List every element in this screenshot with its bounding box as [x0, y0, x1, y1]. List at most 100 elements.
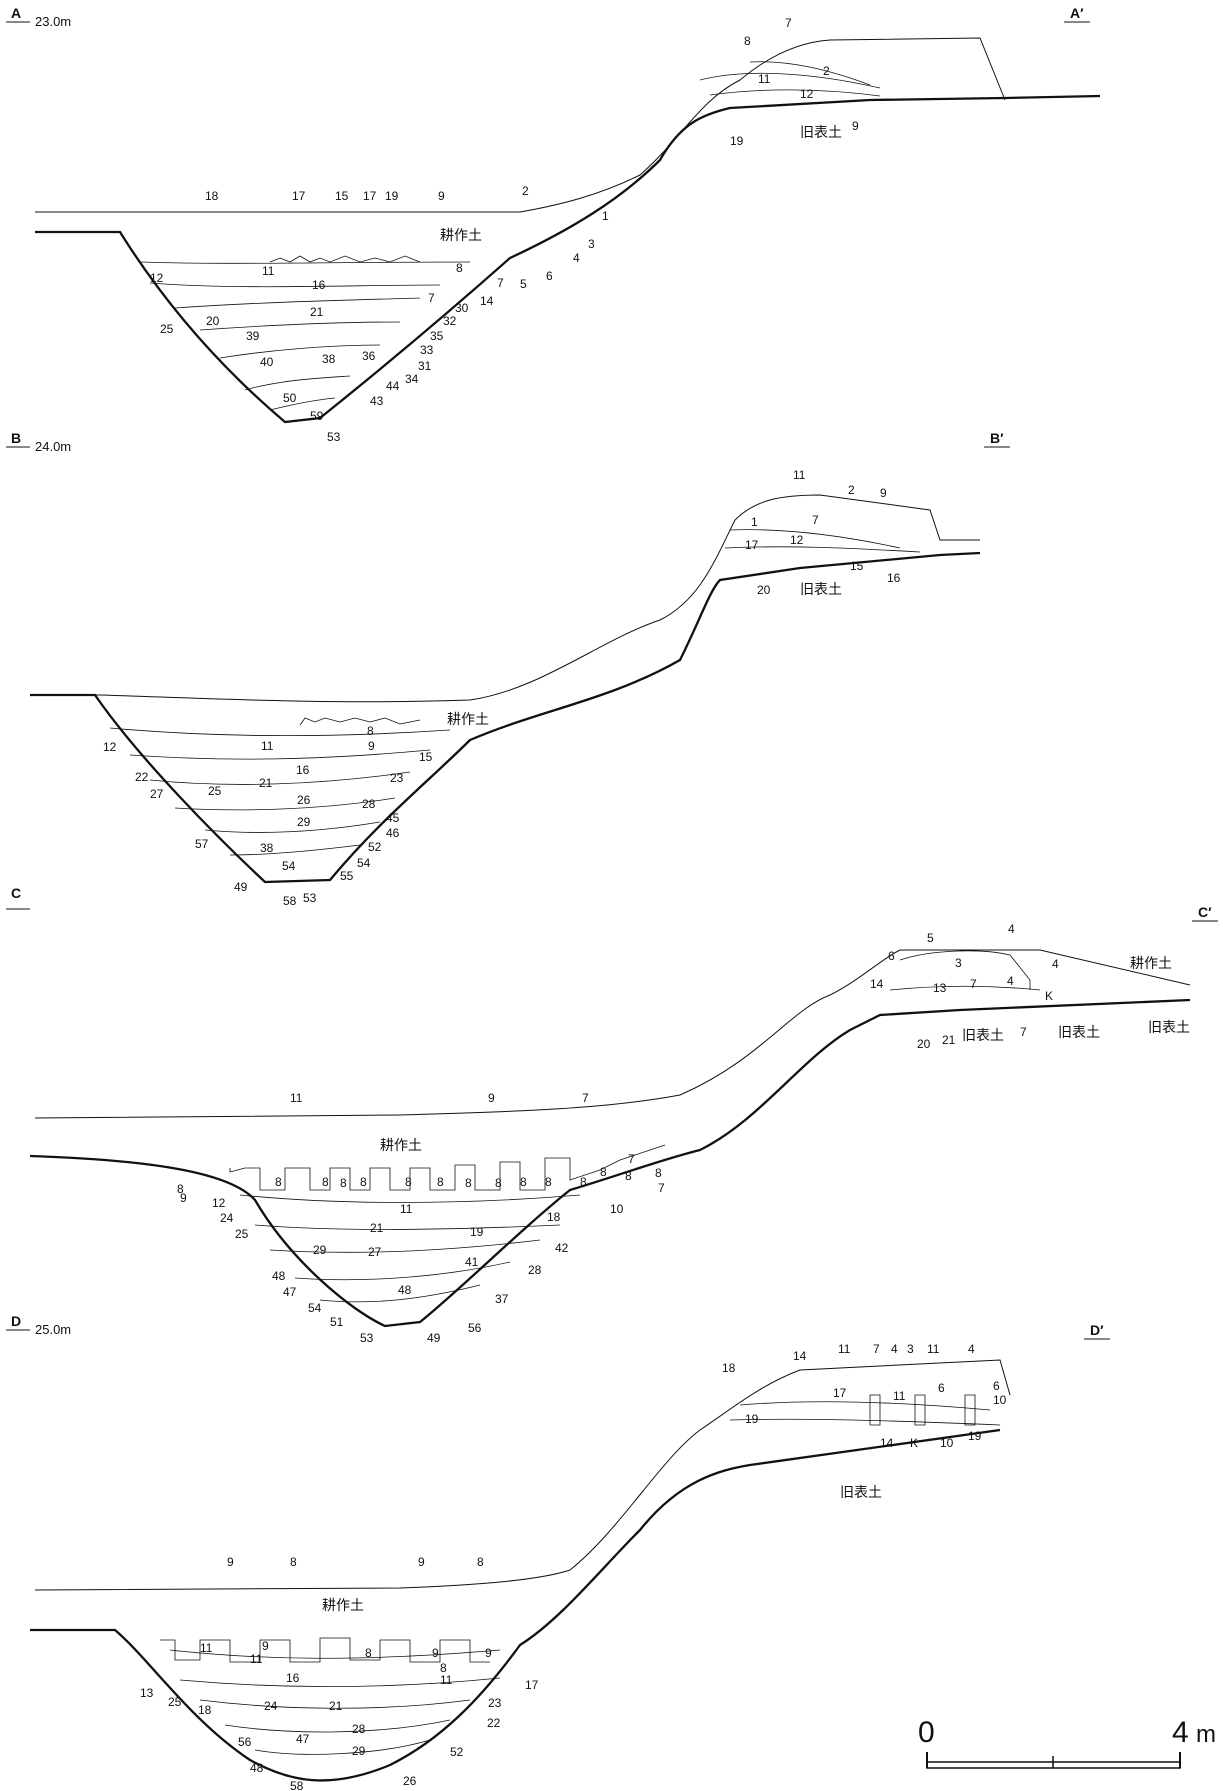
section-c-layer	[254, 1224, 561, 1230]
layer-number: 28	[352, 1722, 366, 1736]
layer-number: K	[910, 1436, 918, 1450]
layer-number: 26	[403, 1774, 417, 1788]
section-a: A 23.0m A′ 耕作土 旧表土 18 17 15 17 19 9 2	[6, 5, 1101, 444]
layer-number: 8	[495, 1176, 502, 1190]
layer-number: 21	[329, 1699, 343, 1713]
section-d-end-label: D′	[1090, 1322, 1104, 1338]
layer-number: 8	[465, 1176, 472, 1190]
section-d-post-hole	[964, 1394, 976, 1426]
section-a-plow-marks	[269, 255, 421, 263]
layer-number: 4	[1052, 957, 1059, 971]
layer-number: 25	[208, 784, 222, 798]
layer-number: 19	[730, 134, 744, 148]
section-d-layer	[199, 1699, 471, 1709]
layer-number: 24	[220, 1211, 234, 1225]
layer-number: 18	[198, 1703, 212, 1717]
layer-number: 25	[160, 322, 174, 336]
layer-number: 13	[140, 1686, 154, 1700]
layer-number: 7	[1020, 1025, 1027, 1039]
section-c-surface	[34, 949, 1191, 1119]
layer-number: 9	[227, 1555, 234, 1569]
layer-number: 8	[367, 724, 374, 738]
layer-number: 19	[385, 189, 399, 203]
section-b-layer	[204, 821, 381, 833]
section-b: B 24.0m B′ 耕作土 旧表土 11 2 9 7 1 12 17 15 1…	[6, 430, 1010, 908]
section-c-layer	[899, 950, 1031, 990]
layer-number: 46	[386, 826, 400, 840]
layer-number: 21	[370, 1221, 384, 1235]
layer-number: 11	[927, 1342, 940, 1356]
layer-number: 3	[955, 956, 962, 970]
section-a-layer	[269, 397, 336, 411]
layer-number: 8	[177, 1182, 184, 1196]
section-d-elevation: 25.0m	[35, 1322, 71, 1337]
layer-number: 16	[296, 763, 310, 777]
layer-number: 8	[360, 1175, 367, 1189]
section-a-elevation: 23.0m	[35, 14, 71, 29]
section-c-old-surface-right-label: 旧表土	[1058, 1024, 1100, 1040]
section-c-bottom	[29, 998, 1191, 1328]
section-c-plow-marks	[229, 1144, 666, 1191]
layer-number: 11	[440, 1673, 453, 1687]
layer-number: 2	[823, 64, 830, 78]
section-c-old-surface-label: 旧表土	[962, 1027, 1004, 1043]
layer-number: 26	[297, 793, 311, 807]
layer-number: 21	[259, 776, 273, 790]
section-b-layer	[174, 797, 396, 811]
section-a-layer	[709, 89, 881, 97]
layer-number: 20	[757, 583, 771, 597]
layer-number: 56	[468, 1321, 482, 1335]
section-a-layer	[174, 297, 421, 309]
layer-number: 27	[150, 787, 164, 801]
layer-number: 58	[290, 1779, 304, 1791]
layer-number: 8	[365, 1646, 372, 1660]
layer-number: 2	[522, 184, 529, 198]
layer-number: 8	[545, 1175, 552, 1189]
layer-number: 3	[907, 1342, 914, 1356]
section-c-cultivated-label: 耕作土	[380, 1137, 422, 1153]
layer-number: 14	[870, 977, 884, 991]
layer-number: 29	[297, 815, 311, 829]
layer-number: 28	[362, 797, 376, 811]
layer-number: 15	[850, 559, 864, 573]
layer-number: 52	[368, 840, 382, 854]
layer-number: 20	[917, 1037, 931, 1051]
layer-number: 54	[357, 856, 371, 870]
layer-number: 9	[485, 1646, 492, 1660]
layer-number: 12	[150, 271, 164, 285]
layer-number: 7	[497, 276, 504, 290]
layer-number: 58	[283, 894, 297, 908]
section-a-layer	[749, 61, 871, 86]
layer-number: 45	[386, 811, 400, 825]
layer-number: 11	[250, 1652, 263, 1666]
layer-number: 54	[308, 1301, 322, 1315]
section-c-cultivated-right-label: 耕作土	[1130, 955, 1172, 971]
layer-number: 9	[438, 189, 445, 203]
layer-number: 48	[272, 1269, 286, 1283]
layer-number: 30	[455, 301, 469, 315]
layer-number: 10	[940, 1436, 954, 1450]
layer-number: 8	[322, 1175, 329, 1189]
layer-number: 18	[547, 1210, 561, 1224]
layer-number: 8	[625, 1169, 632, 1183]
layer-number: 43	[370, 394, 384, 408]
layer-number: 5	[927, 931, 934, 945]
layer-number: 16	[286, 1671, 300, 1685]
layer-number: 39	[246, 329, 260, 343]
layer-number: 57	[195, 837, 209, 851]
section-b-layer-numbers: 11 2 9 7 1 12 17 15 16 20 8 9 11 12 15 1…	[103, 468, 901, 908]
section-a-old-surface-label: 旧表土	[800, 124, 842, 140]
layer-number: 11	[838, 1342, 851, 1356]
section-b-elevation: 24.0m	[35, 439, 71, 454]
section-d-cultivated-label: 耕作土	[322, 1597, 364, 1613]
layer-number: 17	[833, 1386, 847, 1400]
layer-number: 4	[573, 251, 580, 265]
layer-number: 12	[103, 740, 117, 754]
section-c-layer	[889, 985, 1041, 991]
layer-number: 29	[352, 1744, 366, 1758]
section-d-post-hole	[914, 1394, 926, 1426]
layer-number: 21	[942, 1033, 956, 1047]
layer-number: 9	[880, 486, 887, 500]
layer-number: 14	[880, 1436, 894, 1450]
section-d-layer	[179, 1677, 501, 1687]
